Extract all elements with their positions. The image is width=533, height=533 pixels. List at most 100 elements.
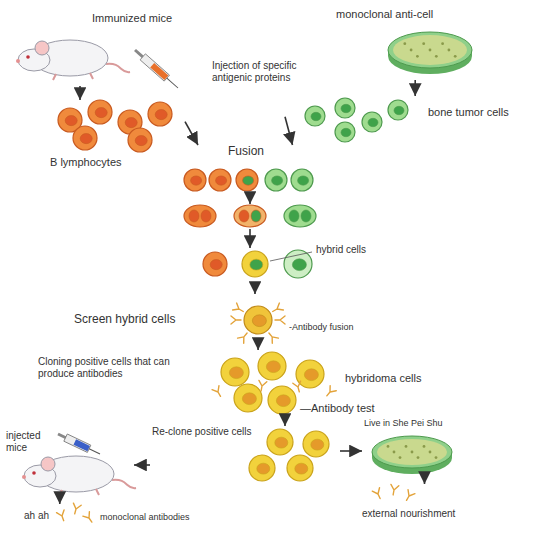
dividing-cell [234, 205, 266, 227]
step-label: monoclonal antibodies [100, 512, 190, 523]
mouse-leg [59, 489, 99, 496]
mouse-nose [16, 59, 20, 63]
antibody-symbol [212, 386, 224, 399]
syringe-figure [56, 430, 101, 457]
cell [291, 169, 313, 191]
flow-arrow [424, 476, 426, 484]
culture-dish [388, 32, 472, 74]
dish-colony [429, 451, 432, 454]
step-label: external nourishment [362, 508, 455, 520]
cell-body [128, 128, 152, 152]
cell-group: hybrid cells [190, 242, 380, 282]
step-label: injected mice [6, 430, 54, 454]
cell [296, 360, 324, 388]
cell-nucleus [155, 110, 167, 120]
antibody-symbol [275, 316, 285, 324]
dish-colony [454, 55, 457, 58]
cell-group: Fusion [180, 145, 330, 197]
cell-body [184, 169, 206, 191]
flow-arrow [414, 80, 416, 96]
cell-group: injected mice [6, 428, 134, 496]
cell [258, 352, 286, 380]
flow-arrow [249, 229, 251, 248]
cell [335, 122, 355, 142]
cell-nucleus [201, 210, 211, 222]
flow-arrow [185, 122, 198, 145]
dish-colony [435, 55, 438, 58]
cell [265, 169, 287, 191]
flow-arrow [249, 194, 251, 204]
cell-nucleus [189, 210, 199, 222]
antibody-symbol [71, 503, 81, 515]
antibody-symbol [266, 330, 279, 343]
antibody-symbol [231, 316, 241, 324]
cell-nucleus [252, 315, 266, 327]
cell-nucleus [125, 118, 137, 128]
mouse-ear [41, 457, 55, 471]
cell-group: Cloning positive cells that can produce … [35, 350, 435, 417]
cell [388, 100, 408, 120]
dish-colony [448, 49, 451, 52]
syringe-barrel [64, 434, 91, 452]
mouse-eye [26, 55, 30, 59]
antibody-symbol [83, 512, 95, 525]
cell-nucleus [210, 260, 222, 270]
cell-nucleus [341, 104, 351, 112]
cell-body [291, 169, 313, 191]
cell-body [335, 98, 355, 118]
cell-nucleus [368, 118, 378, 126]
cell-body [209, 169, 231, 191]
cell [203, 252, 227, 276]
cell [209, 169, 231, 191]
antibody-symbol [403, 490, 415, 503]
cell-body [265, 169, 287, 191]
cell-nucleus [292, 259, 306, 271]
mouse-leg [53, 73, 93, 80]
mouse-figure [22, 456, 136, 496]
cell [73, 126, 97, 150]
dish-medium [393, 35, 467, 65]
dish-medium [377, 439, 447, 465]
flow-arrow [254, 282, 256, 294]
cell-body [249, 455, 275, 481]
mouse-nose [22, 475, 26, 479]
antibody-symbol [57, 510, 68, 522]
cell [128, 128, 152, 152]
cell-body [305, 106, 325, 126]
cell-nucleus [216, 176, 227, 185]
cell-group: ah ahmonoclonal antibodies [20, 504, 220, 528]
cell-body [88, 100, 112, 124]
cell-nucleus [266, 361, 280, 373]
antibody-symbol [271, 303, 284, 315]
cell-nucleus [242, 393, 256, 405]
step-label: B lymphocytes [50, 156, 122, 169]
dish-colony [387, 445, 390, 448]
cell-body [236, 169, 258, 191]
cell-group: bone tumor cells [285, 96, 520, 142]
cell-body [73, 126, 97, 150]
cell-nucleus [229, 367, 243, 379]
cell-group: B lymphocytes [40, 100, 185, 172]
cell [284, 250, 312, 278]
cell-nucleus [191, 176, 202, 185]
cell [242, 251, 268, 277]
cell-nucleus [251, 210, 261, 222]
flow-arrow [284, 417, 286, 426]
step-label: monoclonal anti-cell [336, 8, 433, 21]
antibody-symbol [233, 303, 246, 315]
cell-nucleus [95, 108, 107, 118]
cell-body [234, 205, 266, 227]
cell-body [388, 100, 408, 120]
cell [148, 102, 172, 126]
flow-arrow [285, 117, 293, 145]
flow-arrow [340, 450, 362, 452]
cell-nucleus [65, 116, 77, 126]
flow-arrow [134, 464, 150, 466]
cell-body [184, 205, 216, 227]
cell-body [267, 429, 293, 455]
cell [88, 100, 112, 124]
syringe-barrel [140, 54, 169, 81]
cell [249, 455, 275, 481]
mouse-eye [32, 471, 36, 475]
dish-colony [435, 456, 438, 459]
